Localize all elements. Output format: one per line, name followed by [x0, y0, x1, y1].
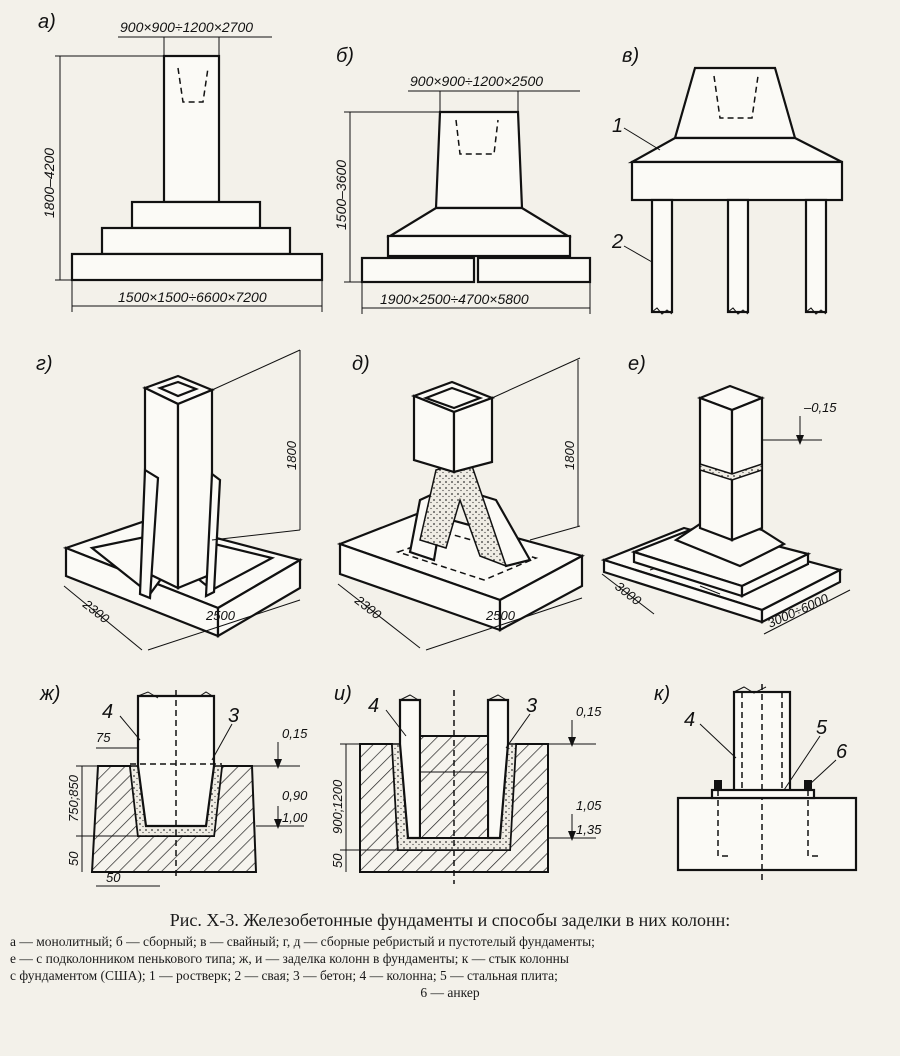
level-090: 0,90 — [282, 788, 308, 803]
pile-2 — [726, 198, 750, 314]
steel-plate — [710, 788, 816, 800]
base-slab — [70, 252, 324, 282]
callout-4: 4 — [684, 709, 695, 731]
column-core-fill — [419, 735, 489, 839]
panel-i-label: и) — [334, 683, 352, 705]
panel-d-height: 1800 — [562, 440, 577, 470]
pile-1 — [650, 198, 674, 314]
panel-v-label: в) — [622, 45, 639, 67]
panel-e-stump: е) –0,15 3000 3000÷6000 — [600, 353, 851, 635]
pile-cap-pedestal — [673, 66, 797, 140]
caption-title: Рис. X-3. Железобетонные фундаменты и сп… — [169, 910, 731, 930]
haunch — [386, 206, 572, 238]
panel-b-prefab: б) 900×900÷1200×2500 1500–3600 1900×2500… — [333, 45, 592, 314]
panel-a-top-dim: 900×900÷1200×2700 — [120, 19, 253, 35]
anchor-nut-right — [804, 780, 812, 790]
callout-6: 6 — [836, 741, 848, 763]
anchor-nut-left — [714, 780, 722, 790]
slab-front-right — [498, 554, 584, 632]
column-right — [452, 396, 494, 474]
panel-e-level: –0,15 — [803, 400, 837, 415]
panel-zh-embedment: ж) 4 3 75 750;850 50 50 0,15 0,90 1,00 — [39, 683, 308, 887]
socket-dashed — [177, 67, 209, 103]
panel-v-pile: в) 1 2 — [611, 45, 844, 315]
panel-b-bottom-dim: 1900×2500÷4700×5800 — [380, 291, 529, 307]
grillage-haunch — [627, 136, 843, 164]
column — [434, 110, 524, 210]
callout-3: 3 — [228, 705, 239, 727]
callout-4: 4 — [368, 695, 379, 717]
level-015: 0,15 — [576, 704, 602, 719]
callout-5: 5 — [816, 717, 828, 739]
panel-d-label: д) — [352, 353, 370, 375]
foundation-block — [676, 796, 858, 872]
panel-k-label: к) — [654, 683, 670, 705]
panel-a-label: а) — [38, 11, 56, 33]
level-135: 1,35 — [576, 822, 602, 837]
callout-3: 3 — [526, 695, 537, 717]
caption-line-2: е — с подколонником пенькового типа; ж, … — [10, 951, 569, 966]
dim-50-horizontal: 50 — [106, 870, 121, 885]
dim-depth: 750;850 — [66, 774, 81, 822]
panel-a-height-dim: 1800–4200 — [41, 148, 57, 218]
level-105: 1,05 — [576, 798, 602, 813]
figure-drawing: а) 900×900÷1200×2700 1800–4200 1500×1500… — [36, 11, 858, 887]
panel-d-width: 2500 — [485, 608, 516, 623]
callout-2: 2 — [611, 231, 623, 253]
panel-i-embedment: и) 4 3 900;1200 50 0,15 1,05 1,35 — [330, 683, 602, 884]
joint-band — [699, 462, 763, 481]
anchor-left — [717, 790, 730, 857]
panel-g-ribbed: г) 1800 2300 2500 — [36, 349, 303, 651]
panel-g-width: 2500 — [205, 608, 236, 623]
panel-zh-label: ж) — [39, 683, 60, 705]
socket-dashed — [713, 75, 759, 119]
figure-caption: Рис. X-3. Железобетонные фундаменты и сп… — [10, 910, 890, 1001]
foundation-block-left — [360, 256, 476, 284]
panel-d-depth: 2300 — [351, 592, 384, 623]
column — [162, 54, 221, 204]
step-1 — [130, 200, 262, 230]
panel-d-hollow: д) 1800 2300 2500 — [336, 353, 585, 651]
anchor-right — [807, 790, 820, 857]
caption-line-3: с фундаментом (США); 1 — ростверк; 2 — с… — [10, 968, 558, 983]
hollow-outline — [395, 533, 539, 581]
pile-3 — [804, 198, 828, 314]
dim-50-vertical: 50 — [66, 851, 81, 866]
dim-75: 75 — [96, 730, 111, 745]
step-2 — [100, 226, 292, 256]
dim-depth: 900;1200 — [330, 779, 345, 834]
concrete-fill — [419, 459, 508, 568]
socket-dashed — [455, 119, 499, 155]
caption-line-4: 6 — анкер — [420, 985, 480, 1000]
panel-e-label: е) — [628, 353, 646, 375]
caption-line-1: а — монолитный; б — сборный; в — свайный… — [10, 934, 595, 949]
foundation-block-right — [476, 256, 592, 284]
panel-b-label: б) — [336, 45, 354, 67]
dim-50: 50 — [330, 853, 345, 868]
panel-g-label: г) — [36, 353, 53, 375]
panel-b-height-dim: 1500–3600 — [333, 160, 349, 230]
grillage — [630, 160, 844, 202]
rib-front — [138, 468, 160, 600]
callout-1: 1 — [612, 115, 623, 137]
callout-4: 4 — [102, 701, 113, 723]
panel-a-monolithic: а) 900×900÷1200×2700 1800–4200 1500×1500… — [38, 11, 324, 312]
panel-a-bottom-dim: 1500×1500÷6600×7200 — [118, 289, 267, 305]
panel-k-us-joint: к) 4 5 6 — [654, 683, 858, 884]
panel-b-top-dim: 900×900÷1200×2500 — [410, 73, 543, 89]
slab-plate — [386, 234, 572, 258]
level-015: 0,15 — [282, 726, 308, 741]
level-100: 1,00 — [282, 810, 308, 825]
panel-g-height: 1800 — [284, 440, 299, 470]
